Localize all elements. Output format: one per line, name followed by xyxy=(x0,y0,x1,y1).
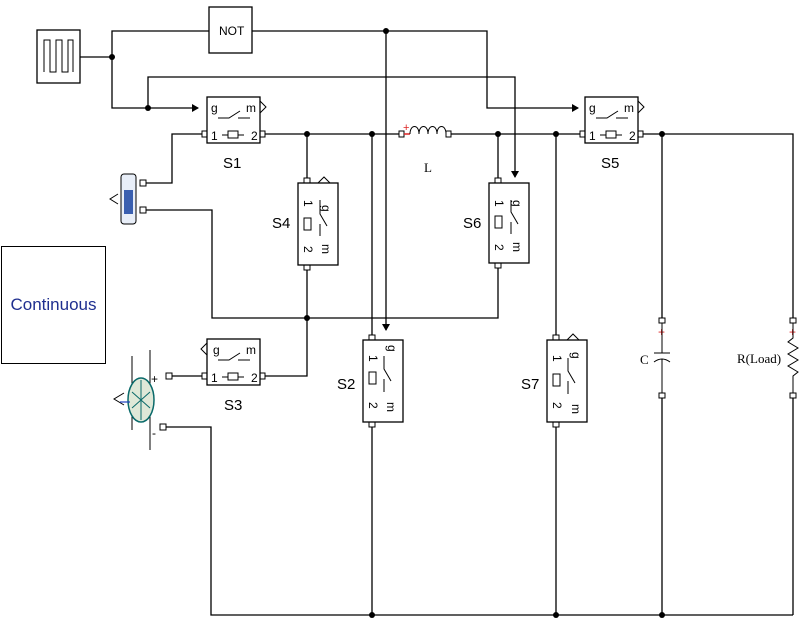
svg-text:2: 2 xyxy=(251,371,258,385)
switch-label-s4: S4 xyxy=(272,215,290,232)
svg-text:g: g xyxy=(211,101,218,115)
svg-text:2: 2 xyxy=(251,129,258,143)
diode-icon xyxy=(605,130,617,139)
battery-icon xyxy=(124,190,133,214)
wires xyxy=(80,30,794,616)
wire-source-plus xyxy=(146,133,202,184)
svg-text:-: - xyxy=(152,426,156,440)
diode-icon xyxy=(227,372,239,381)
svg-text:g: g xyxy=(510,200,524,207)
switch-s1[interactable]: g m 1 2 S1 xyxy=(201,96,267,172)
diode-icon xyxy=(303,217,312,231)
inductor-block[interactable]: + L xyxy=(398,122,452,175)
svg-text:2: 2 xyxy=(629,129,636,143)
svg-text:g: g xyxy=(589,101,596,115)
switch-s2[interactable]: g 1 2 m S2 xyxy=(337,334,404,428)
svg-text:g: g xyxy=(319,205,333,212)
svg-text:1: 1 xyxy=(492,200,506,207)
svg-text:m: m xyxy=(624,101,634,115)
switch-s7[interactable]: g 1 2 m S7 xyxy=(521,333,588,428)
svg-text:1: 1 xyxy=(211,371,218,385)
svg-text:2: 2 xyxy=(550,402,564,409)
svg-text:1: 1 xyxy=(550,355,564,362)
pv-source-block[interactable]: + - xyxy=(113,350,173,450)
capacitor-block[interactable]: + C xyxy=(640,317,671,399)
wire-not-to-s5 xyxy=(252,30,579,112)
inductor-label: L xyxy=(424,160,432,175)
switch-s3[interactable]: g m 1 2 S3 xyxy=(200,338,266,414)
switch-label-s2: S2 xyxy=(337,376,355,393)
svg-text:2: 2 xyxy=(366,402,380,409)
svg-text:2: 2 xyxy=(301,246,315,253)
svg-text:m: m xyxy=(384,402,398,412)
svg-text:g: g xyxy=(213,343,220,357)
diode-icon xyxy=(368,371,377,385)
dc-source-block[interactable] xyxy=(109,173,147,225)
svg-text:m: m xyxy=(246,101,256,115)
switch-label-s7: S7 xyxy=(521,376,539,393)
svg-text:+: + xyxy=(151,372,158,386)
wire-pulse-to-s1 xyxy=(111,57,199,112)
not-label: NOT xyxy=(219,24,245,38)
svg-text:1: 1 xyxy=(301,200,315,207)
wire-gate-s6 xyxy=(147,76,519,178)
wire-s5-to-load xyxy=(640,133,794,320)
svg-text:1: 1 xyxy=(211,129,218,143)
chevron-left-icon xyxy=(113,392,125,406)
resistor-zigzag-icon xyxy=(787,323,799,393)
svg-text:g: g xyxy=(385,345,399,352)
wire-s4-to-s3 xyxy=(265,270,308,377)
wire-source-minus xyxy=(146,209,499,319)
svg-text:m: m xyxy=(510,242,524,252)
svg-text:m: m xyxy=(319,244,333,254)
switch-s4[interactable]: g 1 2 m S4 xyxy=(272,176,339,271)
svg-text:m: m xyxy=(569,404,583,414)
svg-text:2: 2 xyxy=(492,244,506,251)
not-block[interactable]: NOT xyxy=(208,6,253,54)
inductor-coil-icon xyxy=(409,126,447,135)
switch-s6[interactable]: g 1 2 m S6 xyxy=(463,177,530,269)
switch-label-s6: S6 xyxy=(463,215,481,232)
svg-text:g: g xyxy=(569,352,583,359)
capacitor-label: C xyxy=(640,352,649,367)
diode-icon xyxy=(552,373,561,387)
svg-text:1: 1 xyxy=(366,355,380,362)
svg-text:1: 1 xyxy=(589,129,596,143)
junction-dots xyxy=(109,28,665,618)
switch-label-s1: S1 xyxy=(223,155,241,172)
simulation-mode-label: Continuous xyxy=(10,295,97,314)
resistor-label: R(Load) xyxy=(737,351,781,366)
wire-pulse-to-not xyxy=(80,30,209,58)
resistor-block[interactable]: + R(Load) xyxy=(737,317,799,399)
capacitor-icon xyxy=(653,323,671,393)
chevron-left-icon xyxy=(109,193,119,205)
switch-s5[interactable]: g m 1 2 S5 xyxy=(579,96,645,172)
wire-ground-return xyxy=(166,426,793,616)
pulse-icon xyxy=(43,39,74,73)
switch-label-s5: S5 xyxy=(601,155,619,172)
pulse-generator-block[interactable] xyxy=(36,29,81,84)
diode-icon xyxy=(494,215,503,229)
svg-text:+: + xyxy=(403,122,409,134)
svg-text:m: m xyxy=(246,343,256,357)
switch-label-s3: S3 xyxy=(224,397,242,414)
diode-icon xyxy=(227,130,239,139)
powergui-block[interactable]: Continuous xyxy=(1,246,106,364)
